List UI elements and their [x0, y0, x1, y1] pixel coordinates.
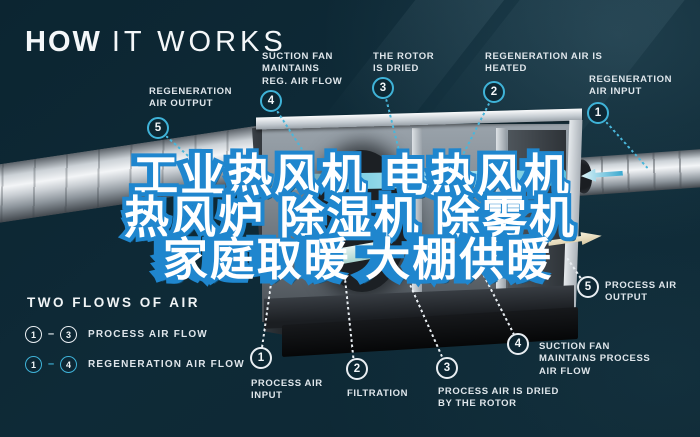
callout-label-process-air-input: PROCESS AIR INPUT [251, 378, 323, 402]
callout-circle-1-regeneration: 1 [587, 102, 609, 124]
legend-circle-from: 1 [25, 326, 42, 343]
callout-number: 5 [154, 122, 162, 134]
callout-circle-4-regeneration: 4 [260, 90, 282, 112]
callout-label-rotor-dried: THE ROTOR IS DRIED [373, 51, 435, 75]
callout-number: 3 [379, 82, 387, 94]
legend-label-regeneration-air-flow: REGENERATION AIR FLOW [88, 359, 245, 370]
callout-label-suction-fan-reg: SUCTION FAN MAINTAINS REG. AIR FLOW [262, 51, 343, 87]
callout-number: 4 [267, 95, 275, 107]
callout-label-regeneration-heated: REGENERATION AIR IS HEATED [485, 51, 603, 75]
overlay-line-2: 热风炉 除湿机 除雾机 [0, 195, 700, 240]
legend-number: 4 [65, 359, 71, 370]
legend-label-process-air-flow: PROCESS AIR FLOW [88, 329, 208, 340]
callout-circle-1-process: 1 [250, 347, 272, 369]
overlay-line-1: 工业热风机 电热风机 [0, 153, 700, 198]
page-title: HOW IT WORKS [25, 26, 287, 59]
callout-number: 4 [514, 338, 522, 350]
callout-label-process-air-output: PROCESS AIR OUTPUT [605, 280, 677, 304]
callout-number: 2 [490, 86, 498, 98]
callout-label-process-air-dried: PROCESS AIR IS DRIED BY THE ROTOR [438, 386, 559, 410]
callout-number: 5 [584, 281, 592, 293]
legend-number: 1 [30, 329, 36, 340]
legend-separator: – [48, 328, 55, 340]
callout-circle-5-regeneration: 5 [147, 117, 169, 139]
legend-circle-to: 4 [60, 356, 77, 373]
legend-title: TWO FLOWS OF AIR [27, 295, 200, 310]
callout-number: 3 [443, 362, 451, 374]
callout-circle-3-regeneration: 3 [372, 77, 394, 99]
title-light: IT WORKS [111, 26, 287, 58]
callout-number: 1 [257, 352, 265, 364]
overlay-line-3: 家庭取暖 大棚供暖 [0, 237, 700, 282]
callout-circle-2-regeneration: 2 [483, 81, 505, 103]
legend-number: 3 [65, 329, 71, 340]
legend-number: 1 [30, 359, 36, 370]
callout-circle-3-process: 3 [436, 357, 458, 379]
callout-label-regeneration-air-output: REGENERATION AIR OUTPUT [149, 86, 233, 110]
legend-separator: – [48, 358, 55, 370]
callout-number: 2 [353, 363, 361, 375]
callout-circle-4-process: 4 [507, 333, 529, 355]
title-bold: HOW [25, 26, 102, 58]
legend-circle-from: 1 [25, 356, 42, 373]
callout-circle-2-process: 2 [346, 358, 368, 380]
overlay-text-block: 工业热风机 电热风机 热风炉 除湿机 除雾机 家庭取暖 大棚供暖 [0, 153, 700, 282]
callout-label-suction-fan-process: SUCTION FAN MAINTAINS PROCESS AIR FLOW [539, 341, 651, 377]
callout-label-filtration: FILTRATION [347, 388, 409, 399]
legend-circle-to: 3 [60, 326, 77, 343]
callout-number: 1 [594, 107, 602, 119]
callout-label-regeneration-air-input: REGENERATION AIR INPUT [589, 74, 673, 98]
